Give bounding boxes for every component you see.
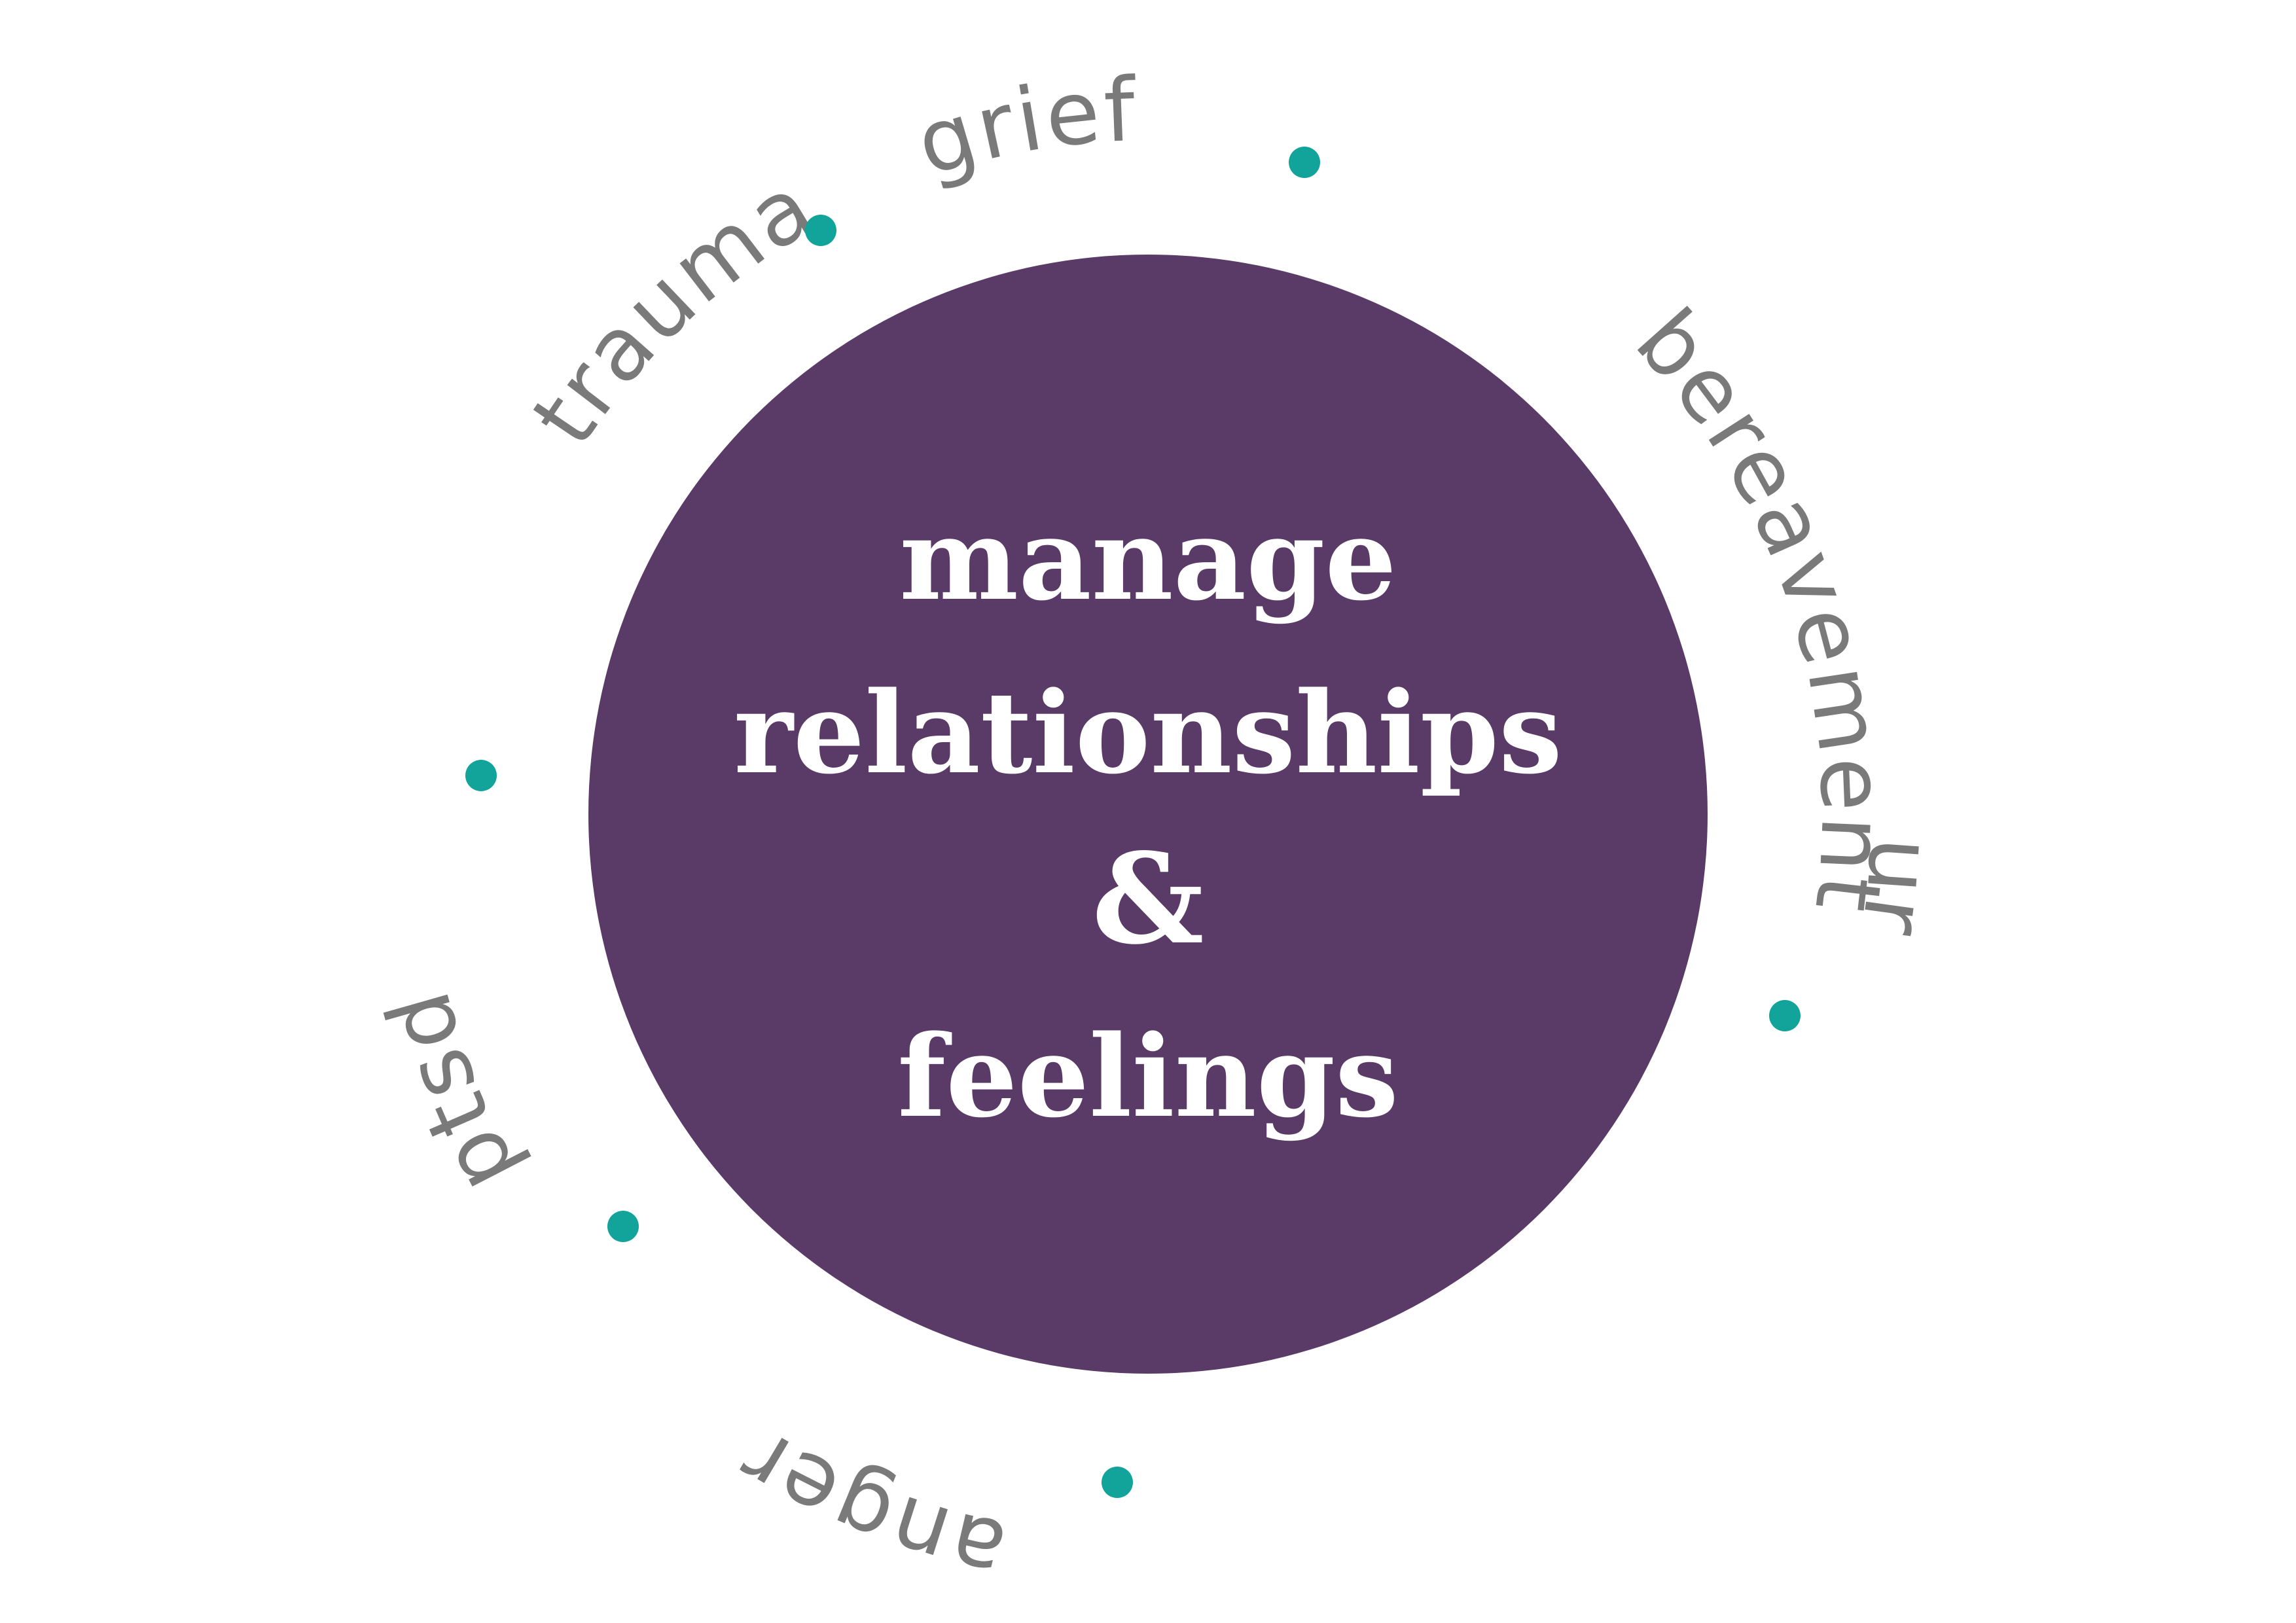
ring-word-ptsd: ptsd bbox=[367, 978, 537, 1209]
center-circle bbox=[588, 255, 1708, 1374]
dot-behaviour-anger bbox=[1102, 1467, 1133, 1498]
dot-trauma-grief bbox=[805, 215, 836, 246]
separator-dots bbox=[465, 147, 1801, 1498]
center-text-group: manage relationships & feelings bbox=[734, 493, 1562, 1143]
dot-ptsd-trauma bbox=[465, 760, 497, 791]
dot-bereavement-behaviour bbox=[1769, 1000, 1801, 1031]
ring-word-anger: anger bbox=[721, 1408, 1014, 1604]
center-line-ampersand: & bbox=[1092, 826, 1204, 972]
center-line-relationships: relationships bbox=[734, 666, 1562, 799]
center-line-feelings: feelings bbox=[897, 1010, 1399, 1143]
center-line-manage: manage bbox=[899, 493, 1397, 626]
dot-anger-ptsd bbox=[607, 1211, 639, 1242]
dot-grief-bereavement bbox=[1289, 147, 1320, 178]
ring-word-grief: grief bbox=[905, 59, 1139, 196]
